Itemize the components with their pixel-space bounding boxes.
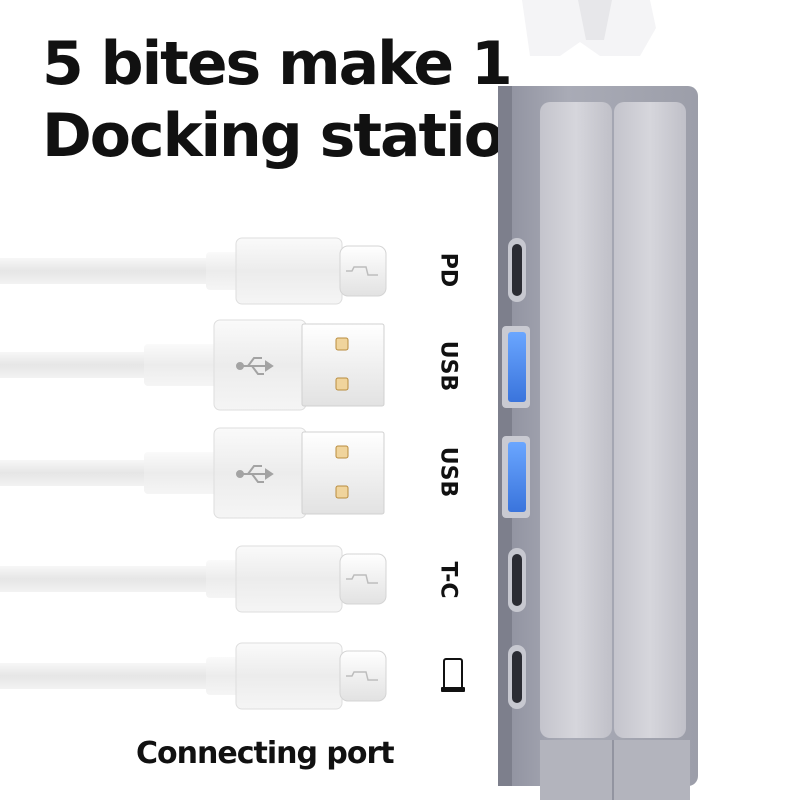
cable-usb-a-2 [0, 427, 385, 519]
hub-port-pd [508, 238, 526, 302]
hub-panel-right [614, 102, 686, 738]
cable-type-c-2 [0, 545, 387, 613]
hub-port-usb-2 [502, 436, 530, 518]
port-label-usb-2-text: USB [435, 446, 461, 498]
hub-port-laptop [508, 645, 526, 709]
caption-connecting-port: Connecting port [136, 736, 395, 771]
cable-usb-a-1 [0, 319, 385, 411]
port-label-usb-1-text: USB [435, 340, 461, 392]
cable-type-c-3 [0, 642, 387, 710]
hub-body [498, 86, 698, 800]
headline-line-2: Docking station [42, 101, 546, 171]
usb-symbol-icon [236, 357, 274, 375]
hub-panel-left [540, 102, 612, 738]
port-label-pd-text: PD [435, 252, 461, 288]
hub-port-tc [508, 548, 526, 612]
headline: 5 bites make 1 Docking station [42, 28, 546, 172]
headline-line-1: 5 bites make 1 [42, 29, 513, 99]
cable-type-c-1 [0, 237, 387, 305]
port-label-tc-text: T-C [435, 561, 461, 599]
stand-top [522, 0, 656, 56]
laptop-icon [441, 658, 465, 692]
hub-port-usb-1 [502, 326, 530, 408]
usb-symbol-icon [236, 465, 274, 483]
